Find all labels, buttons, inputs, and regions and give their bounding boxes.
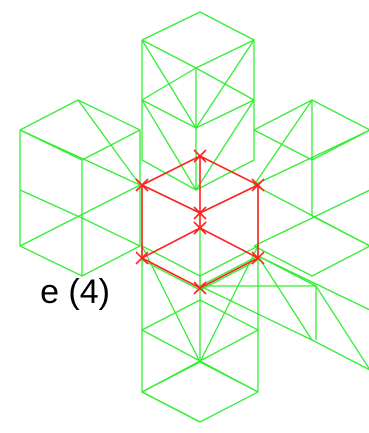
lower-right-arm-diag-3 [315,285,369,370]
vertex-marker-top [193,149,207,163]
lower-right-arm-diag-2 [257,255,313,341]
red-inner-edge-4 [141,184,201,214]
right-arm-diag-1 [253,129,369,186]
vertex-marker-center-upper [193,206,207,220]
bottom-arm-diag-5 [141,391,201,423]
lower-right-arm-edge-1 [257,255,317,287]
left-arm-diag-3 [19,184,141,247]
top-arm-top-face [141,11,255,41]
left-arm-diag-1 [19,129,141,186]
top-arm-mid-left [141,99,197,129]
right-arm-diag-4 [253,189,369,247]
top-arm-diag-5 [141,99,197,191]
green-wireframe-mesh [19,11,369,423]
diagram-caption: e (4) [40,273,110,311]
top-arm-front-face [141,38,255,191]
vertex-marker-upper-left [135,178,149,192]
lower-right-arm-outline [199,255,369,371]
bottom-arm-diag-4 [141,329,259,393]
red-inner-edge-2 [199,227,259,259]
right-arm-diag-2 [253,99,313,186]
left-arm-diag-5 [19,189,83,219]
top-arm-diag-2 [141,67,197,101]
top-arm-diag-6 [195,99,255,191]
left-arm-outline [19,99,141,277]
top-arm-diag-4 [195,67,255,101]
bottom-arm-mid-left [141,299,201,331]
red-inner-edge-5 [199,184,259,214]
bottom-arm-bottom-face [141,361,259,393]
vertex-marker-lower-right [251,251,265,265]
right-arm-outline [253,99,369,277]
vertex-marker-center-lower [193,221,207,235]
right-arm-edge-2 [253,129,313,161]
left-arm-diag-2 [77,99,141,186]
vertex-marker-bottom [193,281,207,295]
vertex-marker-upper-right [251,178,265,192]
red-vertex-markers [135,149,265,295]
left-arm-diag-4 [81,217,141,247]
red-inner-edge-1 [141,227,201,259]
top-arm-mid-right [195,99,255,129]
right-arm-diag-5 [311,215,369,247]
bottom-arm-mid-right [199,299,259,331]
vertex-marker-lower-left [135,251,149,265]
